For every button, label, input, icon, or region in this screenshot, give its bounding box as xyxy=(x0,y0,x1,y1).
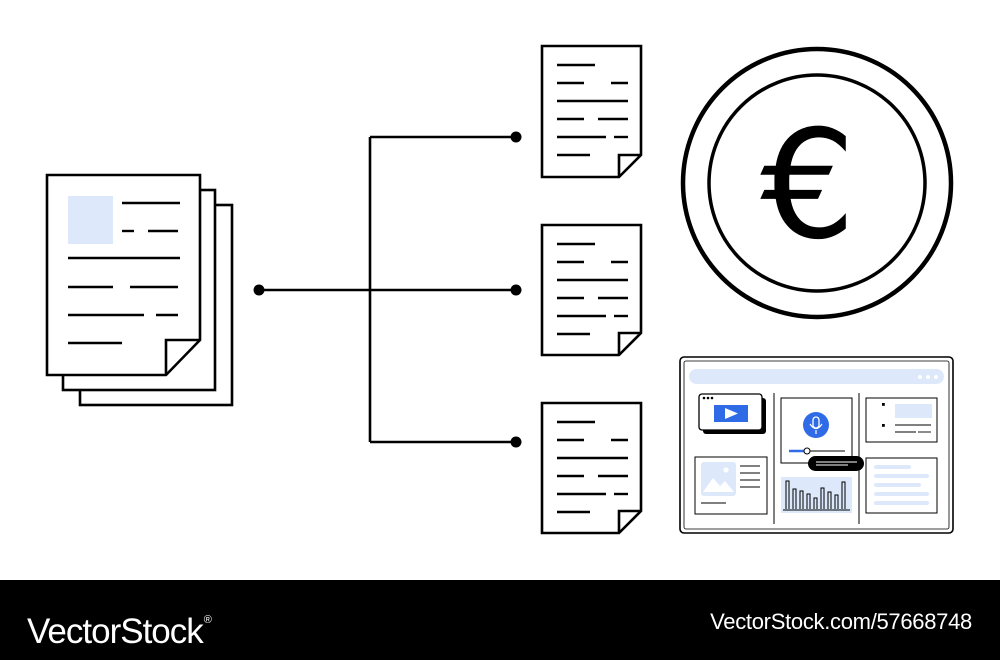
connector-dot-top xyxy=(510,131,522,143)
window-address-bar xyxy=(689,369,944,384)
document-stack-icon xyxy=(45,173,234,407)
connector-dot-middle xyxy=(510,284,522,296)
tooltip-pill xyxy=(808,456,864,471)
footer-bar: VectorStock® VectorStock.com/57668748 xyxy=(0,580,1000,660)
dashboard-window-icon xyxy=(679,356,954,534)
document-icon-top xyxy=(540,44,643,179)
euro-coin-icon: € xyxy=(680,46,954,320)
image-url-text: VectorStock.com/57668748 xyxy=(710,609,972,634)
bar-chart-icon xyxy=(781,477,852,513)
connector-dot-source xyxy=(253,284,265,296)
branch-connector xyxy=(259,135,516,444)
text-lines-panel xyxy=(865,457,938,514)
illustration: € xyxy=(45,44,954,535)
image-placeholder-icon xyxy=(694,456,768,515)
video-player-icon xyxy=(698,393,766,434)
checklist-panel xyxy=(865,397,938,443)
connector-dot-bottom xyxy=(510,436,522,448)
brand-logo: VectorStock® xyxy=(27,598,212,654)
document-icon-middle xyxy=(540,223,643,357)
document-icon-bottom xyxy=(540,401,643,535)
registered-mark: ® xyxy=(203,614,212,626)
euro-symbol: € xyxy=(760,99,855,273)
microphone-icon xyxy=(780,397,853,464)
brand-name: VectorStock xyxy=(27,612,204,651)
